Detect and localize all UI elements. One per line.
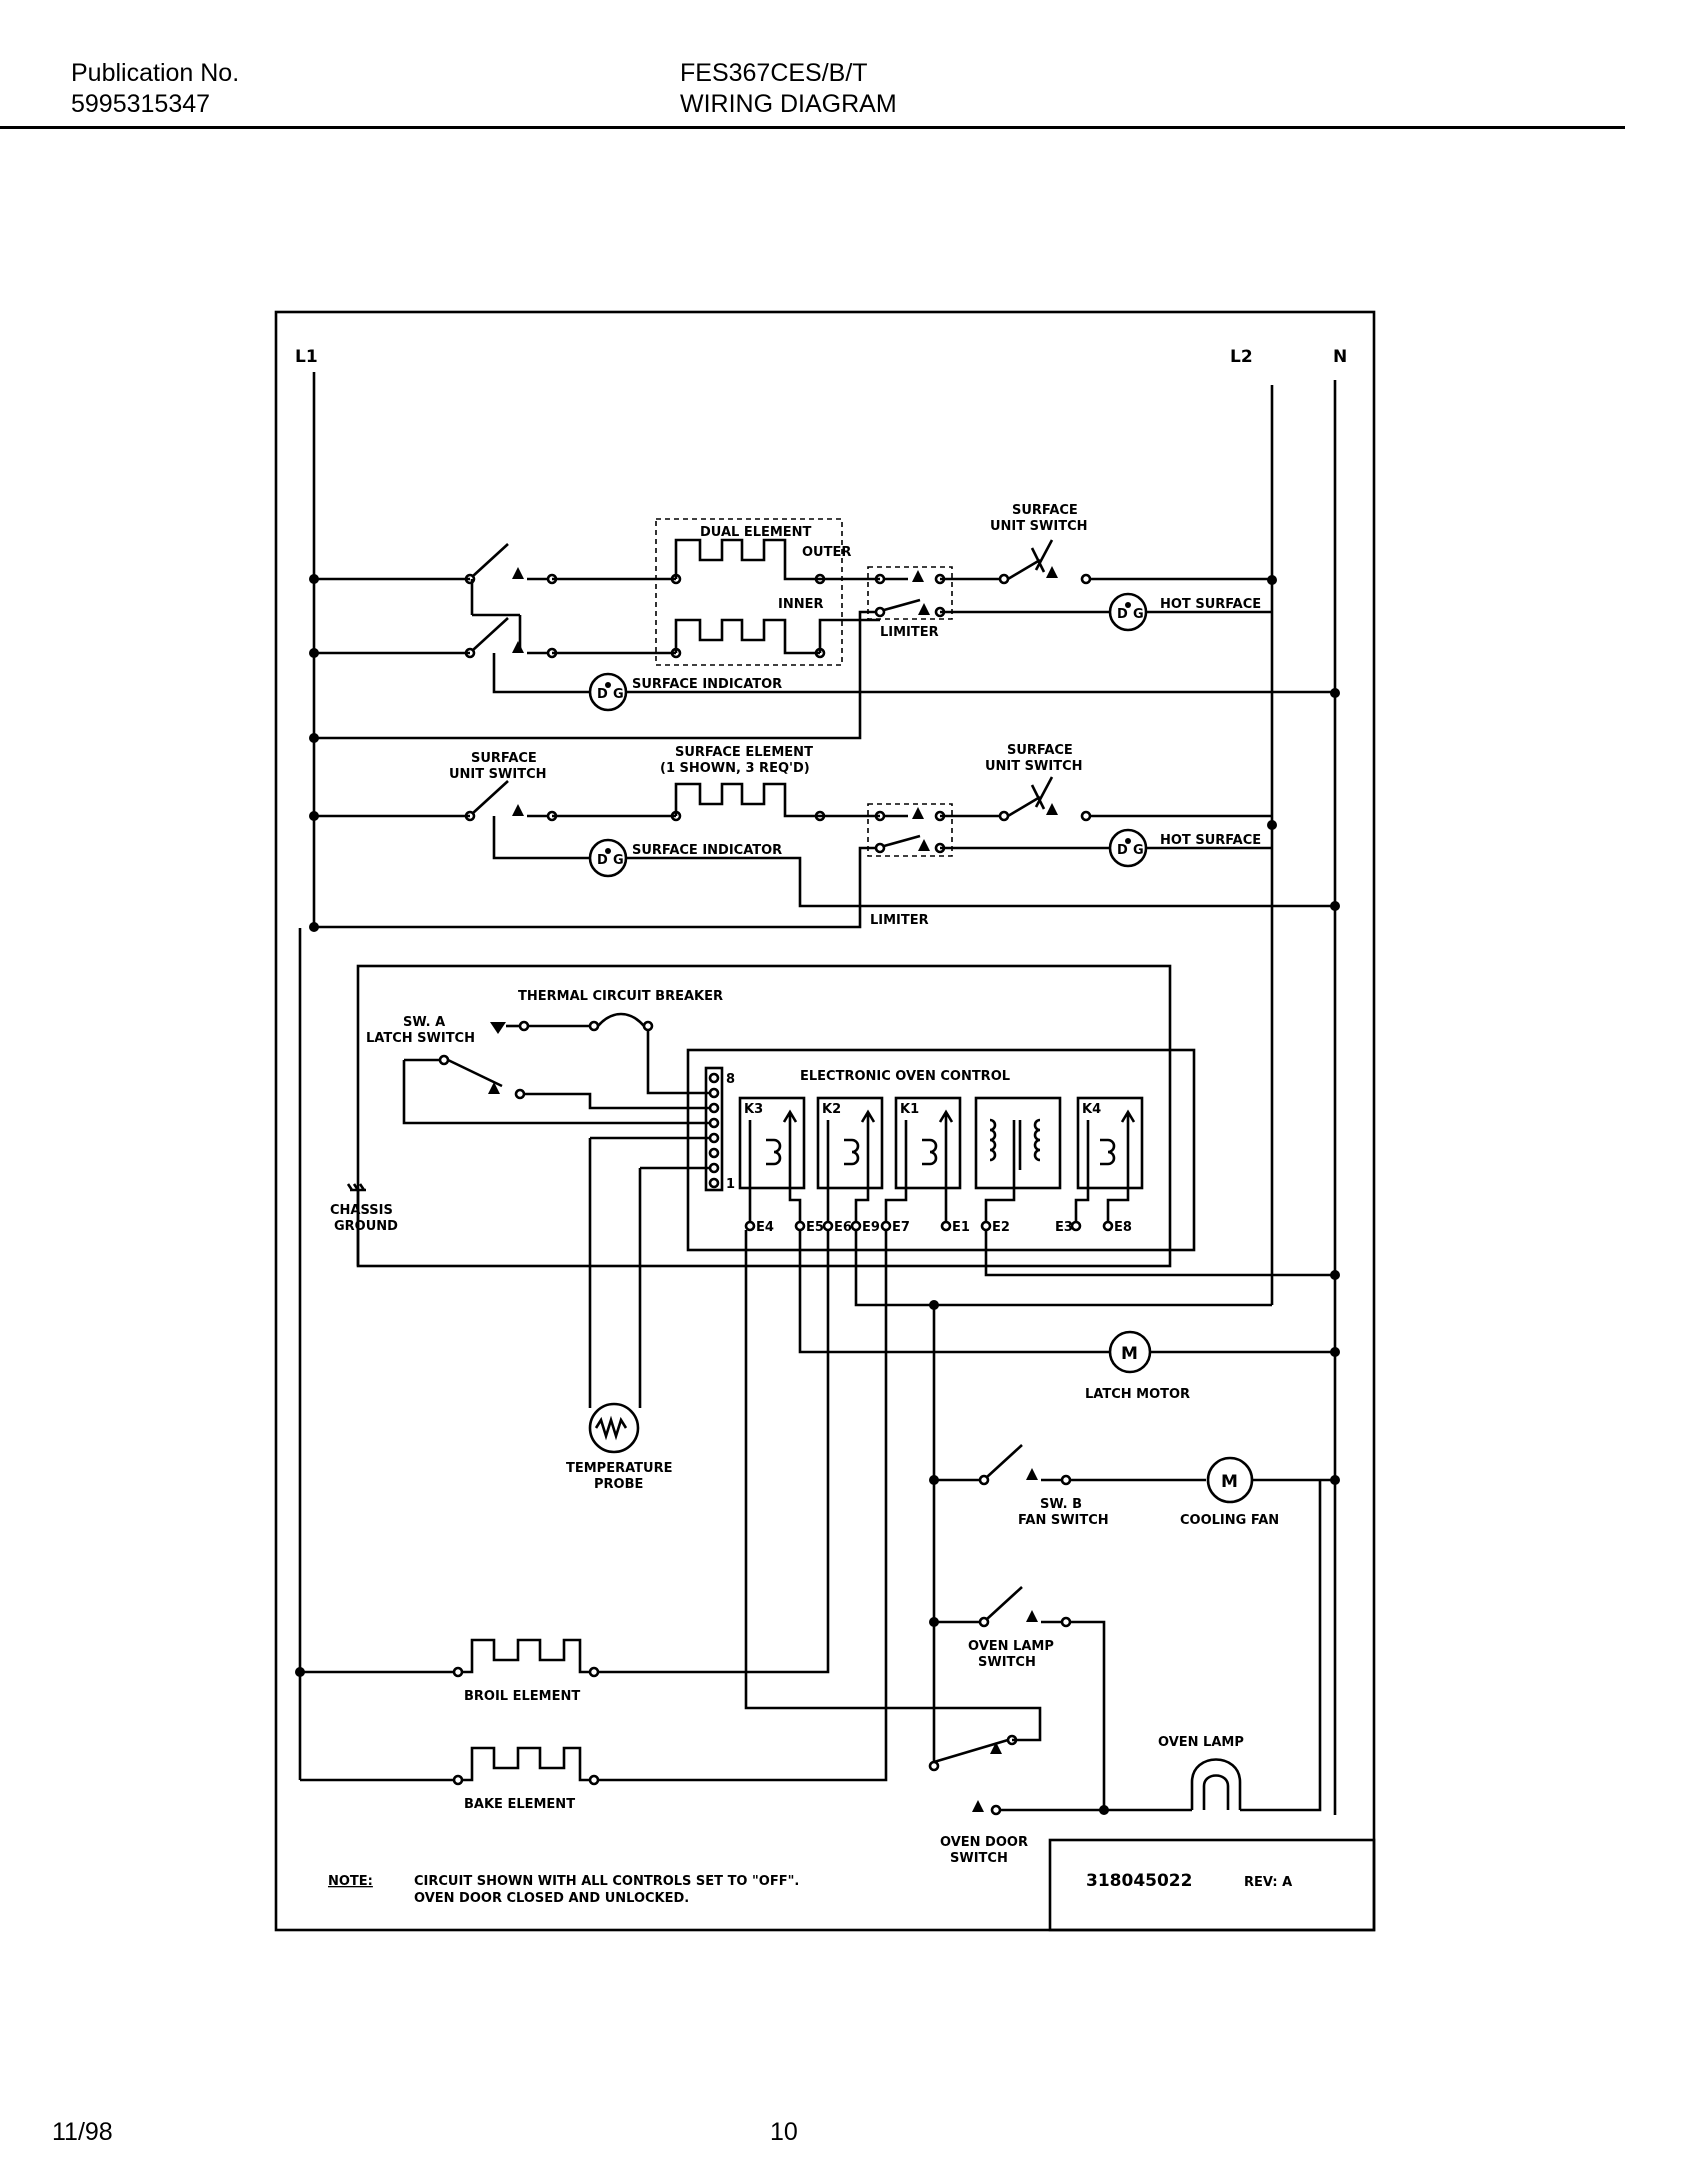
header-rule: [0, 126, 1625, 129]
n-label: N: [1333, 347, 1347, 367]
latch-loop: [356, 964, 1172, 1268]
electronic-oven-control-label: ELECTRONIC OVEN CONTROL: [800, 1069, 1010, 1084]
part-number: 318045022: [1086, 1871, 1192, 1891]
hot-surface-1-label: HOT SURFACE: [1160, 597, 1261, 612]
oven-lamp-icon: [1190, 1758, 1242, 1810]
oven-lamp-switch-icon: [978, 1585, 1072, 1628]
oven-door-switch-line2: SWITCH: [950, 1851, 1008, 1866]
dual-switch-outer-icon: [464, 542, 558, 585]
latch-motor-label: LATCH MOTOR: [1085, 1387, 1190, 1402]
sw-b-line1: SW. B: [1040, 1497, 1082, 1512]
electronic-oven-control-box: [686, 1048, 1196, 1252]
diagram-frame: [274, 310, 1376, 1932]
limiter-1-box: [867, 566, 953, 620]
document-title: WIRING DIAGRAM: [680, 90, 897, 118]
terminal-e3: E3: [1055, 1220, 1073, 1235]
note-label: NOTE:: [328, 1874, 373, 1889]
surface-element-line2: (1 SHOWN, 3 REQ'D): [660, 761, 810, 776]
surface-unit-switch-2-line1: SURFACE: [471, 751, 537, 766]
note-line1: CIRCUIT SHOWN WITH ALL CONTROLS SET TO "…: [414, 1874, 799, 1889]
hot-surface-2-icon: [1108, 828, 1148, 868]
temperature-probe-icon: [588, 1402, 640, 1454]
terminal-e4: E4: [756, 1220, 774, 1235]
transformer: [974, 1096, 1062, 1190]
relay-k1-label: K1: [900, 1102, 919, 1117]
footer-date: 11/98: [52, 2118, 113, 2146]
publication-label: Publication No.: [71, 59, 240, 87]
inner-label: INNER: [778, 597, 824, 612]
sw-b-fan-switch-icon: [978, 1443, 1072, 1486]
oven-lamp-label: OVEN LAMP: [1158, 1735, 1244, 1750]
terminal-e9: E9: [862, 1220, 880, 1235]
revision: REV: A: [1244, 1875, 1292, 1890]
limiter-2-box: [867, 803, 953, 857]
l1-label: L1: [295, 347, 318, 367]
surface-unit-switch-2-line2: UNIT SWITCH: [449, 767, 547, 782]
surface-unit-switch-1-line2: UNIT SWITCH: [990, 519, 1088, 534]
sw-a-line1: SW. A: [403, 1015, 445, 1030]
dual-element-box: [655, 518, 843, 666]
surface-indicator-1-icon: [588, 672, 628, 712]
surface-indicator-2-label: SURFACE INDICATOR: [632, 843, 782, 858]
fan-motor-symbol: M: [1221, 1472, 1238, 1492]
surface-indicator-2-icon: [588, 838, 628, 878]
hot-surface-2-label: HOT SURFACE: [1160, 833, 1261, 848]
l2-label: L2: [1230, 347, 1253, 367]
dual-element-label: DUAL ELEMENT: [700, 525, 812, 540]
surface-element-line1: SURFACE ELEMENT: [675, 745, 813, 760]
terminal-e7: E7: [892, 1220, 910, 1235]
limiter-2-label: LIMITER: [870, 913, 929, 928]
part-number-box: [1048, 1838, 1376, 1932]
limiter-1-label: LIMITER: [880, 625, 939, 640]
relay-k4-label: K4: [1082, 1102, 1101, 1117]
relay-k3: [738, 1096, 806, 1190]
temp-probe-line2: PROBE: [594, 1477, 643, 1492]
terminal-e6: E6: [834, 1220, 852, 1235]
pin-1-label: 1: [726, 1177, 735, 1192]
sw-b-line2: FAN SWITCH: [1018, 1513, 1109, 1528]
terminal-e8: E8: [1114, 1220, 1132, 1235]
terminal-strip: [704, 1066, 724, 1192]
surface-indicator-1-label: SURFACE INDICATOR: [632, 677, 782, 692]
relay-k3-label: K3: [744, 1102, 763, 1117]
broil-element-label: BROIL ELEMENT: [464, 1689, 580, 1704]
hot-surface-1-icon: [1108, 592, 1148, 632]
cooling-fan-label: COOLING FAN: [1180, 1513, 1279, 1528]
temp-probe-line1: TEMPERATURE: [566, 1461, 672, 1476]
bake-element-label: BAKE ELEMENT: [464, 1797, 575, 1812]
relay-k2: [816, 1096, 884, 1190]
oven-door-switch-line1: OVEN DOOR: [940, 1835, 1028, 1850]
thermal-circuit-breaker-label: THERMAL CIRCUIT BREAKER: [518, 989, 723, 1004]
surface-unit-switch-2-icon: [464, 779, 558, 822]
pin-8-label: 8: [726, 1072, 735, 1087]
page-number: 10: [770, 2118, 798, 2146]
title-block: FES367CES/B/T WIRING DIAGRAM: [680, 58, 897, 120]
motor-symbol: M: [1121, 1344, 1138, 1364]
relay-k2-label: K2: [822, 1102, 841, 1117]
oven-lamp-switch-line1: OVEN LAMP: [968, 1639, 1054, 1654]
publication-block: Publication No. 5995315347: [71, 58, 239, 120]
bake-element-icon: [462, 1746, 590, 1782]
surface-unit-switch-1-line1: SURFACE: [1012, 503, 1078, 518]
terminal-e2: E2: [992, 1220, 1010, 1235]
note-line2: OVEN DOOR CLOSED AND UNLOCKED.: [414, 1891, 689, 1906]
surface-unit-switch-3-line2: UNIT SWITCH: [985, 759, 1083, 774]
model-number: FES367CES/B/T: [680, 59, 868, 87]
chassis-line2: GROUND: [334, 1219, 398, 1234]
dual-switch-inner-icon: [464, 616, 558, 659]
surface-unit-switch-3-line1: SURFACE: [1007, 743, 1073, 758]
terminal-e5: E5: [806, 1220, 824, 1235]
oven-lamp-switch-line2: SWITCH: [978, 1655, 1036, 1670]
relay-k1: [894, 1096, 962, 1190]
publication-number: 5995315347: [71, 90, 211, 118]
sw-a-line2: LATCH SWITCH: [366, 1031, 475, 1046]
broil-element-icon: [462, 1638, 590, 1674]
chassis-line1: CHASSIS: [330, 1203, 393, 1218]
terminal-e1: E1: [952, 1220, 970, 1235]
relay-k4: [1076, 1096, 1144, 1190]
outer-label: OUTER: [802, 545, 851, 560]
